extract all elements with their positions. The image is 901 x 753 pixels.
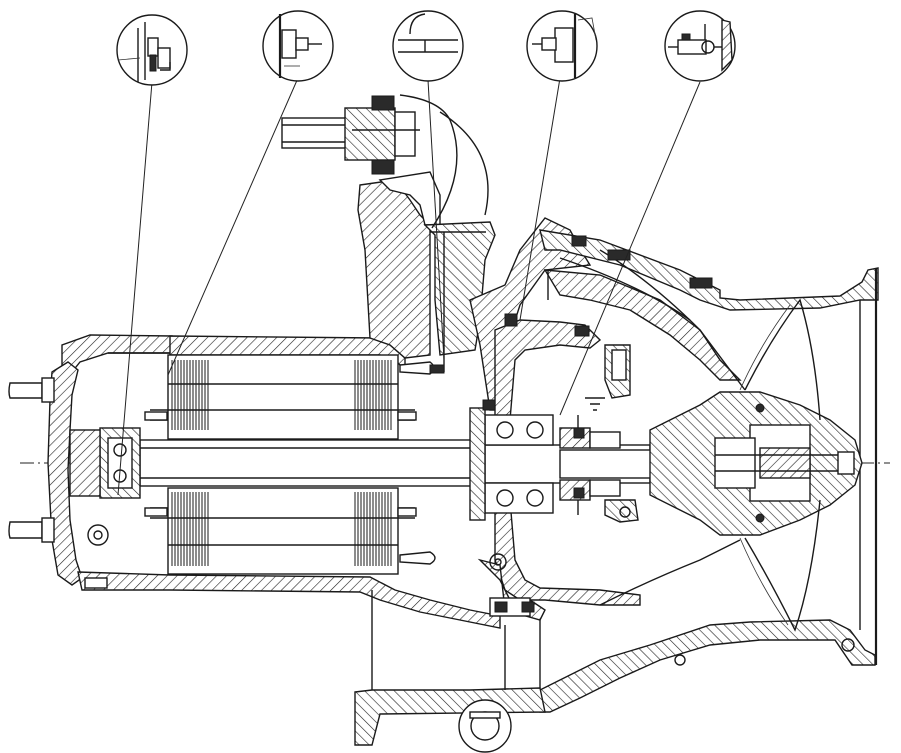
detail-bubble-4 [526, 10, 598, 82]
motor-side-plugs [144, 361, 436, 565]
stator-windings [150, 354, 415, 575]
detail-bubble-5 [664, 10, 736, 82]
rear-bearing [69, 427, 141, 499]
fasteners [429, 235, 713, 613]
leader-lines [117, 77, 701, 496]
detail-bubble-2 [262, 10, 334, 82]
cable-entry-bushings [8, 377, 109, 589]
main-bearing [469, 407, 554, 521]
propeller-blade [739, 298, 821, 632]
cable-conduit [281, 95, 420, 175]
stator-laminations [171, 360, 392, 566]
detail-bubble-3 [392, 10, 464, 82]
detail-bubble-1 [116, 14, 188, 86]
propeller-hub [649, 391, 863, 536]
mechanical-seal [559, 344, 639, 523]
rotor-shaft [139, 439, 656, 487]
lifting-eye [458, 699, 512, 753]
base-support [354, 590, 546, 746]
